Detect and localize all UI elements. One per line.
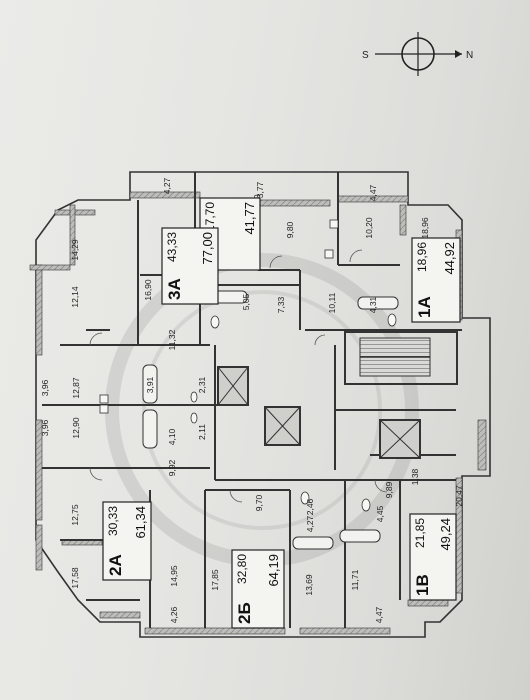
apartment-total-area: 44,92: [442, 242, 457, 275]
apartment-living-area: 17,70: [203, 202, 217, 232]
room-area-label: 4,47: [368, 184, 378, 201]
compass-arrow-icon: [455, 50, 462, 58]
room-area-label: 4,27: [305, 515, 315, 532]
room-area-label: 9,70: [254, 494, 264, 511]
room-area-label: 4,27: [162, 177, 172, 194]
building-outline: [35, 171, 491, 638]
apartment-box: [409, 513, 457, 601]
sanitary-fixtures: [99, 219, 397, 512]
room-area-label: 3,77: [255, 181, 265, 198]
inner-walls: [42, 172, 462, 628]
room-area-label: 9,92: [167, 459, 177, 476]
room-area-label: 10,11: [327, 292, 337, 313]
apartment-3: 1В 21,85 49,24: [409, 513, 457, 601]
room-area-label: 4,45: [375, 505, 385, 522]
apartment-box: [231, 549, 285, 629]
apartment-total-area: 64,19: [266, 554, 281, 587]
apartment-living-area: 32,80: [235, 554, 249, 584]
apartment-total-area: 77,00: [200, 232, 215, 265]
room-area-label: 12,87: [71, 377, 81, 399]
room-area-label: 13,69: [304, 574, 314, 596]
room-area-label: 14,95: [169, 565, 179, 587]
bathtubs: [142, 290, 399, 550]
apartment-box: [102, 501, 152, 581]
room-area-label: 12,90: [71, 417, 81, 439]
apartment-total-area: 61,34: [133, 506, 148, 539]
room-area-label: 17,85: [210, 569, 220, 591]
apartment-id: 2Б: [235, 602, 254, 624]
room-area-label: 4,26: [169, 606, 179, 623]
room-area-label: 17,58: [70, 567, 80, 589]
compass: S N: [362, 32, 473, 76]
apartment-box: [161, 227, 219, 305]
apartment-id: 1A: [415, 296, 434, 318]
room-area-label: 9,89: [384, 481, 394, 498]
room-area-label: 2,31: [197, 376, 207, 393]
room-area-label: 2,11: [197, 424, 207, 440]
room-area-label: 12,75: [70, 504, 80, 526]
elevators: [217, 366, 421, 459]
room-area-label: 1,38: [410, 468, 420, 485]
apartment-5: 2А 30,33 61,34: [102, 501, 152, 581]
room-area-label: 9,80: [285, 221, 295, 238]
room-area-label: 12,14: [70, 286, 80, 308]
room-area-label: 4,47: [374, 606, 384, 623]
apartment-total-area: 41,77: [242, 202, 257, 235]
apartment-4: 2Б 32,80 64,19: [231, 549, 285, 629]
room-area-label: 14,29: [70, 239, 80, 261]
staircase: [344, 331, 458, 385]
room-area-label: 3,96: [40, 419, 50, 436]
apartment-labels: 1A18,9644,921Б17,7041,773А43,3377,001В21…: [102, 197, 461, 629]
compass-south: S: [362, 50, 369, 61]
apartment-id: 2А: [106, 554, 125, 576]
room-area-label: 11,32: [167, 329, 177, 350]
apartment-id: 1В: [413, 574, 432, 596]
apartment-living-area: 18,96: [415, 242, 429, 272]
apartment-total-area: 49,24: [438, 518, 453, 551]
apartment-box: [411, 237, 461, 323]
apartment-2: 3А 43,33 77,00: [161, 227, 219, 305]
room-area-label: 20,47: [454, 485, 464, 507]
apartment-id: 3А: [165, 278, 184, 300]
room-area-label: 4,10: [167, 428, 177, 445]
room-area-label: 3,96: [40, 379, 50, 396]
room-area-labels: 4,27 14,29 12,14 16,90 11,32 3,96 12,87 3,91 2,3…: [40, 177, 464, 623]
room-area-label: 5,05: [241, 293, 251, 310]
room-area-label: 11,71: [350, 569, 360, 590]
compass-north: N: [466, 50, 473, 61]
room-area-label: 10,20: [364, 217, 374, 239]
room-area-label: 4,31: [368, 296, 378, 313]
apartment-living-area: 30,33: [106, 506, 120, 536]
room-area-label: 16,90: [143, 279, 153, 301]
room-area-label: 3,91: [145, 376, 155, 393]
room-area-label: 2,46: [305, 498, 315, 515]
room-area-label: 18,96: [420, 217, 430, 239]
apartment-living-area: 21,85: [413, 518, 427, 548]
outer-walls: [29, 191, 487, 635]
apartment-0: 1A 18,96 44,92: [411, 237, 461, 323]
room-area-label: 7,33: [276, 296, 286, 313]
apartment-living-area: 43,33: [165, 232, 179, 262]
